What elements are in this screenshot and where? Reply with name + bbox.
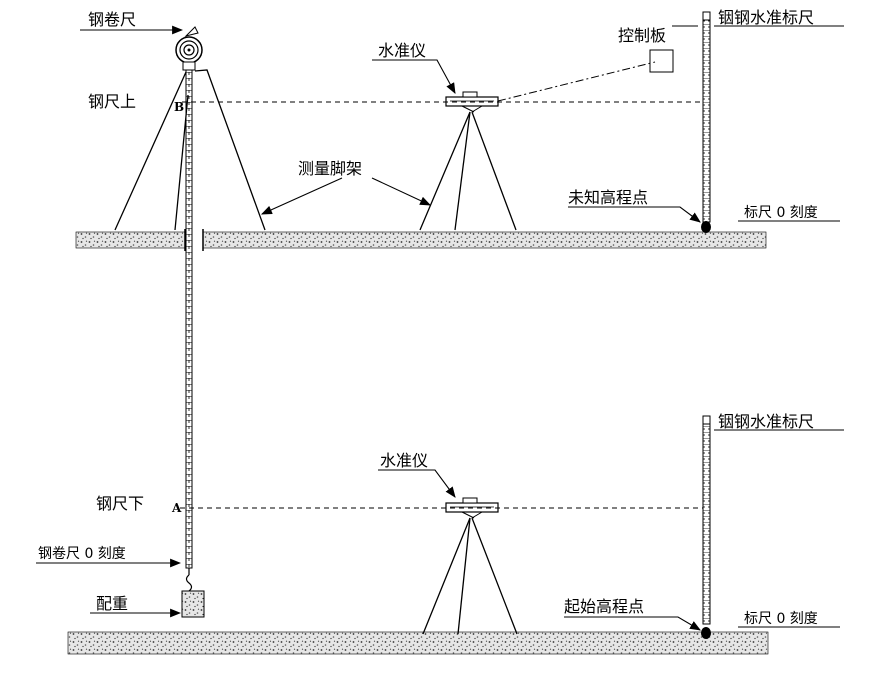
- label-steel-tape: 钢卷尺: [88, 10, 136, 29]
- leader-lines: [36, 25, 844, 631]
- label-invar-rod-upper: 铟钢水准标尺: [718, 8, 814, 27]
- control-panel-link: [497, 61, 656, 102]
- steel-tape: [185, 69, 193, 569]
- tripod-upper: [419, 111, 517, 231]
- label-tape-upper: 钢尺上: [88, 92, 136, 111]
- label-level-lower: 水准仪: [380, 451, 428, 470]
- counterweight: [181, 568, 205, 618]
- tripod-left: [114, 69, 266, 231]
- label-tape-zero: 钢卷尺 0 刻度: [38, 546, 126, 562]
- tripod-lower: [422, 517, 518, 635]
- label-rod-zero-lower: 标尺 0 刻度: [744, 611, 818, 627]
- label-tripod: 测量脚架: [298, 159, 362, 178]
- invar-rod-upper: [701, 11, 711, 233]
- label-point-b: B: [174, 100, 184, 114]
- control-panel-box: [649, 49, 674, 73]
- label-start-point: 起始高程点: [564, 597, 644, 616]
- label-tape-lower: 钢尺下: [96, 494, 144, 513]
- label-rod-zero-upper: 标尺 0 刻度: [744, 205, 818, 221]
- label-unknown-point: 未知高程点: [568, 188, 648, 207]
- steel-tape-reel: [175, 26, 203, 71]
- ground-lower: [67, 631, 769, 655]
- label-counterweight: 配重: [96, 594, 128, 613]
- invar-rod-lower: [701, 415, 711, 639]
- label-level-upper: 水准仪: [378, 41, 426, 60]
- label-control-panel: 控制板: [618, 26, 666, 45]
- label-point-a: A: [171, 501, 182, 515]
- label-invar-rod-lower: 铟钢水准标尺: [718, 412, 814, 431]
- ground-upper: [75, 231, 767, 249]
